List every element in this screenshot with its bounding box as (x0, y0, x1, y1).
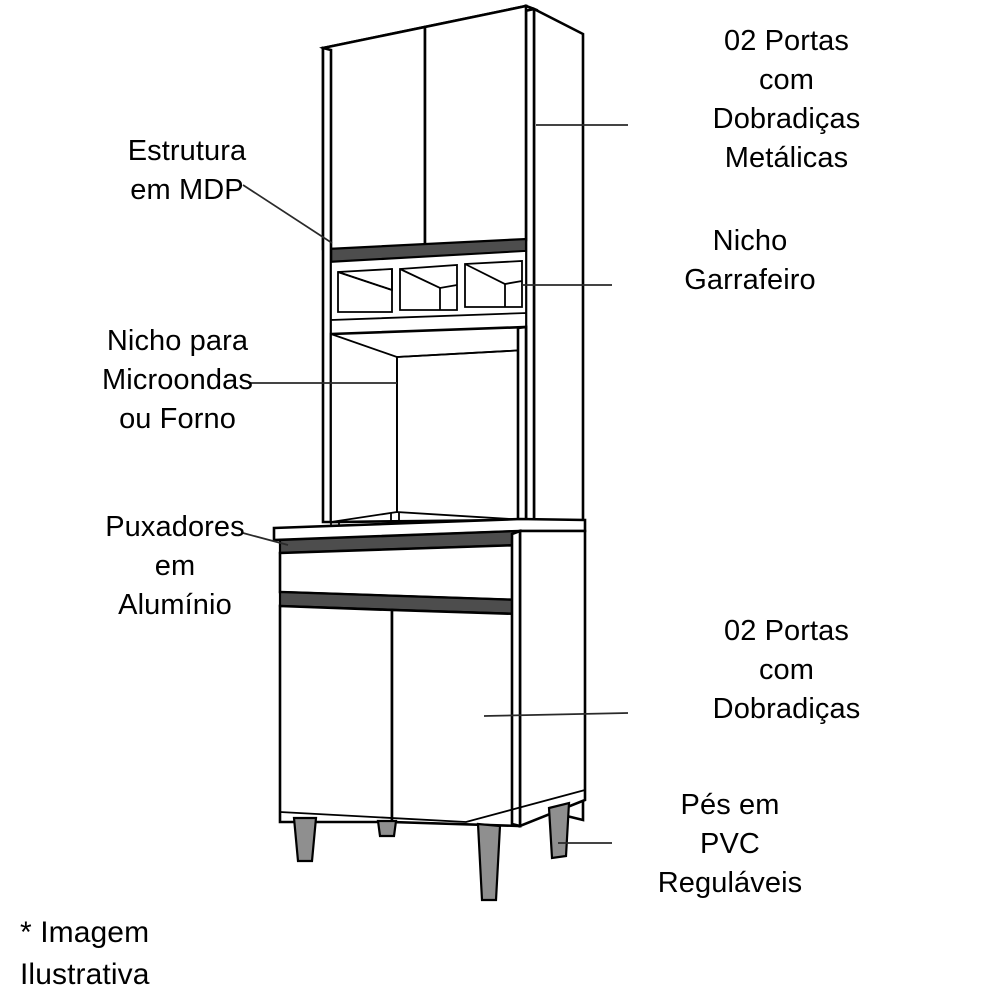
leader-structure (242, 184, 333, 244)
callout-doors-bottom: 02 Portas com Dobradiças (712, 615, 861, 725)
upper-door-left (321, 25, 427, 251)
callout-microwave: Nicho para Microondas ou Forno (102, 325, 253, 435)
callout-feet: Pés em PVC Reguláveis (657, 789, 803, 899)
countertop (272, 517, 587, 555)
callout-structure: Estrutura em MDP (127, 135, 247, 206)
drawer-front (278, 543, 522, 602)
wine-rack-niches (330, 250, 527, 335)
lower-door-left (278, 604, 394, 824)
lower-cabinet-doors (278, 604, 522, 828)
lower-cabinet-right-side (510, 529, 587, 828)
leg-front-left (292, 816, 318, 863)
microwave-niche (329, 325, 528, 524)
leader-handles (242, 532, 289, 546)
upper-door-right (423, 4, 528, 251)
leg-front-right (476, 822, 502, 902)
callout-garrafeiro: Nicho Garrafeiro (684, 225, 816, 296)
footnote-illustrative-image: * Imagem Ilustrativa (20, 916, 150, 991)
leg-rear-right (547, 801, 571, 860)
callout-handles: Puxadores em Alumínio (105, 511, 245, 621)
leg-rear-center (376, 819, 398, 838)
cabinet-legs (292, 801, 571, 902)
lower-door-right (390, 608, 522, 828)
leader-doors-bottom (483, 712, 629, 717)
leader-lines (242, 124, 629, 844)
callout-doors-top: 02 Portas com Dobradiças Metálicas (712, 25, 861, 174)
upper-cabinet-doors (321, 4, 528, 251)
